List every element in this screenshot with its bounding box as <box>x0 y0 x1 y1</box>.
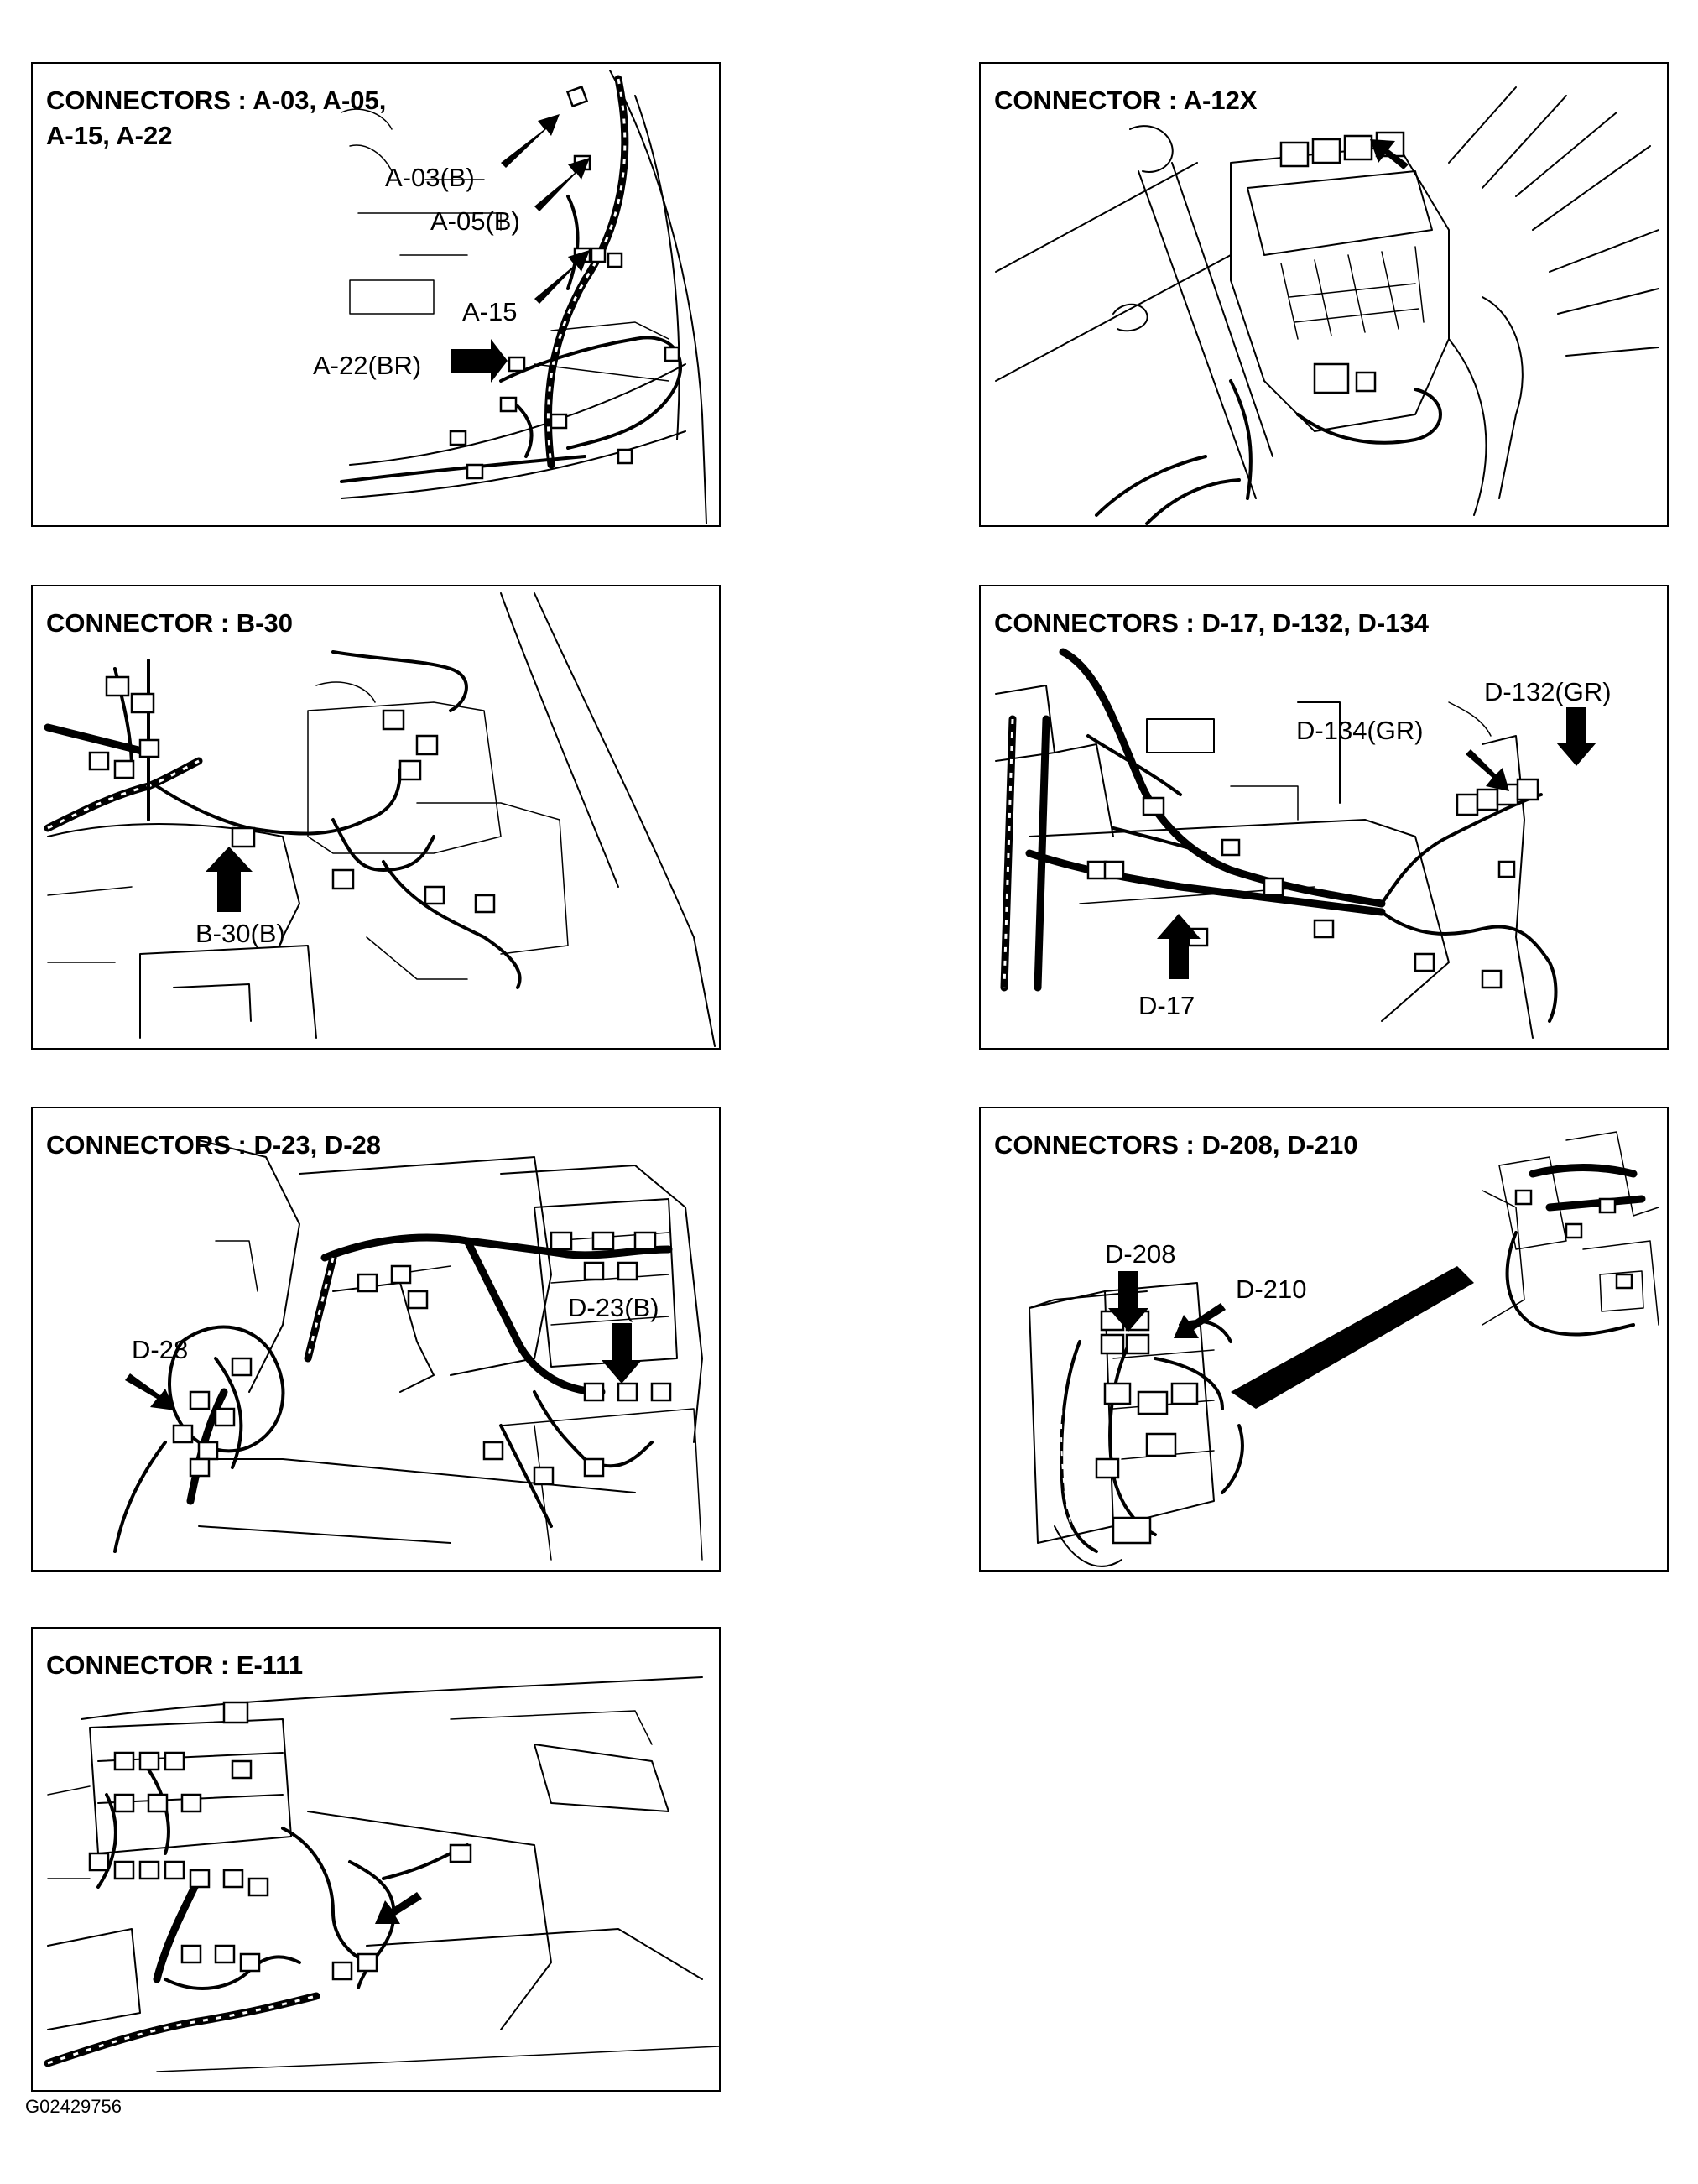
panel-a: CONNECTORS : A-03, A-05, A-15, A-22 <box>31 62 721 527</box>
panel-f: CONNECTORS : D-208, D-210 <box>979 1107 1669 1572</box>
panel-d-label-d132: D-132(GR) <box>1484 677 1612 706</box>
panel-f-drawing <box>1029 1131 1659 1567</box>
panel-f-label-d210: D-210 <box>1236 1274 1306 1304</box>
panel-e-label-d23: D-23(B) <box>568 1293 659 1322</box>
panel-e-title-line-1: CONNECTORS : D-23, D-28 <box>46 1130 381 1160</box>
panel-g-title-line-1: CONNECTOR : E-111 <box>46 1650 303 1680</box>
panel-g-drawing <box>44 1676 720 2072</box>
panel-b-drawing <box>995 86 1659 525</box>
panel-f-title-line-1: CONNECTORS : D-208, D-210 <box>994 1130 1358 1160</box>
panel-a-label-a03: A-03(B) <box>385 163 475 192</box>
panel-c-label-b30: B-30(B) <box>195 919 285 948</box>
panel-e-drawing <box>113 1139 703 1561</box>
panel-d-title-line-1: CONNECTORS : D-17, D-132, D-134 <box>994 608 1430 638</box>
figure-code: G02429756 <box>25 2096 122 2117</box>
panel-e: CONNECTORS : D-23, D-28 <box>31 1107 721 1572</box>
panel-a-label-a05: A-05(B) <box>430 206 520 236</box>
panel-g: CONNECTOR : E-111 <box>31 1627 721 2092</box>
panel-c-drawing <box>44 592 716 1047</box>
panel-a-label-a22: A-22(BR) <box>313 351 421 380</box>
panel-d-label-d17: D-17 <box>1138 991 1195 1020</box>
panel-a-title-line-1: CONNECTORS : A-03, A-05, <box>46 86 386 115</box>
panel-c-title-line-1: CONNECTOR : B-30 <box>46 608 293 638</box>
panel-f-label-d208: D-208 <box>1105 1239 1175 1269</box>
panel-b-title-line-1: CONNECTOR : A-12X <box>994 86 1258 115</box>
panel-d-label-d134: D-134(GR) <box>1296 716 1424 745</box>
panel-a-title-line-2: A-15, A-22 <box>46 121 172 150</box>
panel-a-drawing <box>340 70 707 524</box>
panel-d: CONNECTORS : D-17, D-132, D-134 <box>979 585 1669 1050</box>
panel-e-label-d28: D-28 <box>132 1335 188 1364</box>
panel-c: CONNECTOR : B-30 <box>31 585 721 1050</box>
panel-d-drawing <box>995 648 1596 1039</box>
panel-b: CONNECTOR : A-12X <box>979 62 1669 527</box>
panel-a-label-a15: A-15 <box>462 297 517 326</box>
